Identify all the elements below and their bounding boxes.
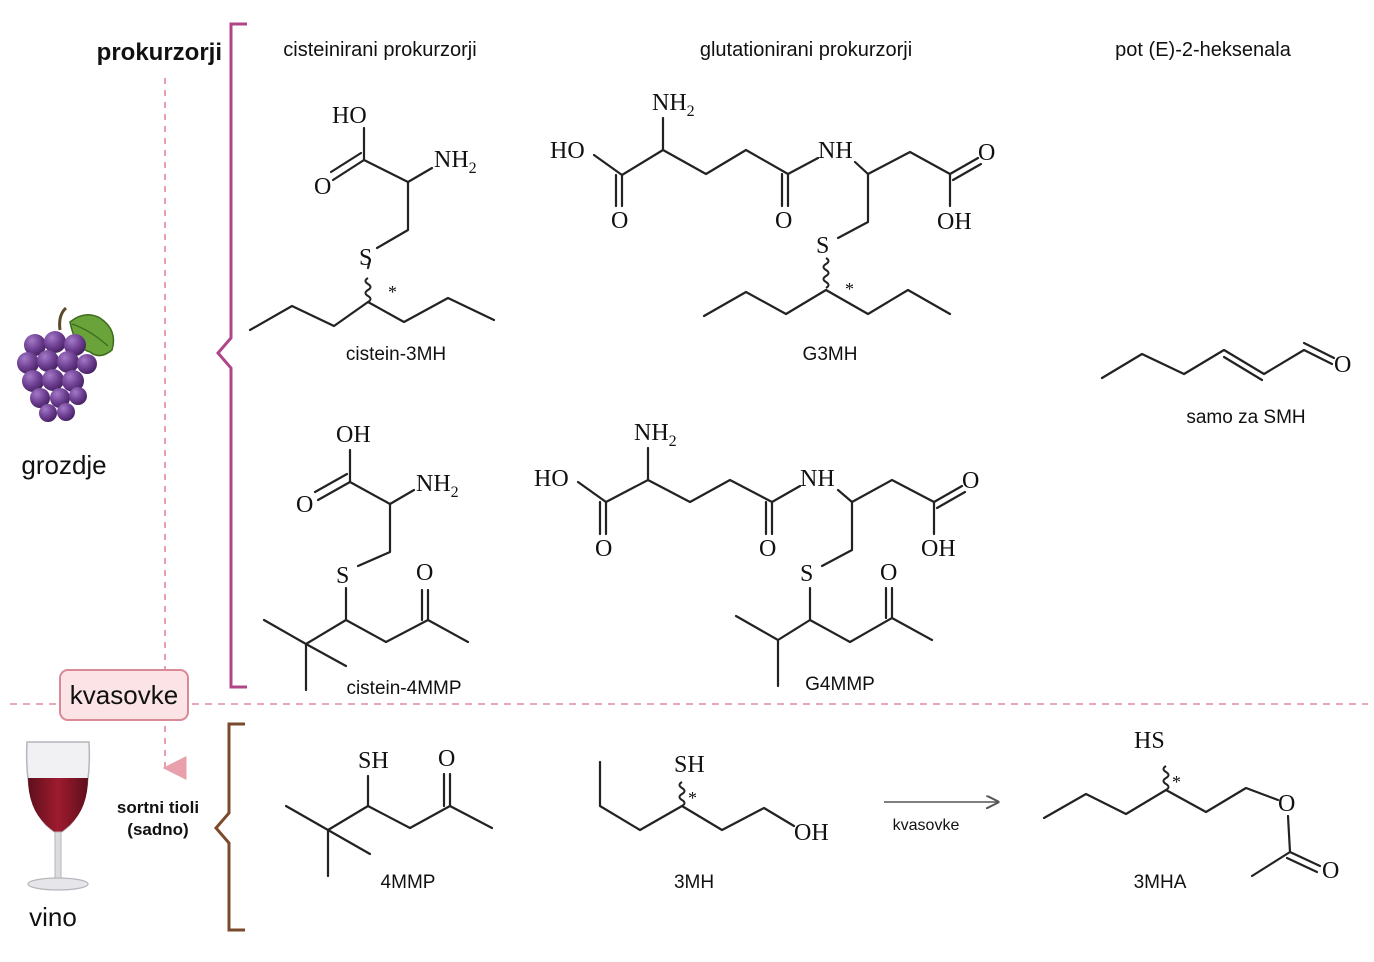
svg-text:OH: OH [921,536,956,562]
label-cystein-4mmp: cistein-4MMP [346,678,461,699]
svg-text:SH: SH [674,752,705,778]
svg-text:O: O [1334,352,1351,378]
svg-text:S: S [816,233,829,259]
svg-text:NH: NH [818,138,853,164]
svg-text:O: O [880,560,897,586]
svg-text:OH: OH [794,820,829,846]
label-4mmp: 4MMP [381,872,436,893]
label-3mh: 3MH [674,872,714,893]
yeast-box: kvasovke [59,669,189,721]
wine-glass-icon [25,741,91,891]
molecule-g3mh: NH2 HO O O NH O OH S * [550,90,995,318]
svg-text:HS: HS [1134,728,1165,754]
svg-text:O: O [314,174,331,200]
bracket-precursors [216,22,247,689]
svg-text:S: S [800,561,813,587]
header-prekursorji: prokurzorji [97,39,222,66]
svg-text:S: S [336,563,349,589]
svg-text:NH: NH [800,466,835,492]
svg-text:O: O [978,140,995,166]
grape-cluster-icon [17,306,115,422]
header-cysteinylated: cisteinirani prokurzorji [283,39,476,61]
svg-text:OH: OH [937,209,972,235]
molecule-g4mmp: NH2 HO O O NH O OH S O [534,420,979,688]
header-glutathionylated: glutationirani prokurzorji [700,39,912,61]
svg-text:O: O [611,208,628,234]
svg-text:O: O [1322,858,1339,884]
label-cystein-3mh: cistein-3MH [346,344,446,365]
svg-text:NH2: NH2 [434,147,477,177]
bracket-thiols [214,722,245,932]
svg-text:O: O [296,492,313,518]
svg-text:HO: HO [534,466,569,492]
svg-text:OH: OH [336,422,371,448]
label-hexenal-note: samo za SMH [1186,407,1305,428]
molecule-e-2-hexenal: O [1100,341,1351,382]
svg-text:O: O [595,536,612,562]
header-hexenal-pathway: pot (E)-2-heksenala [1115,39,1292,61]
label-g4mmp: G4MMP [805,674,875,695]
svg-text:HO: HO [550,138,585,164]
svg-text:O: O [962,468,979,494]
molecule-4mmp: SH O [284,746,494,878]
grape-label: grozdje [21,450,106,480]
svg-text:NH2: NH2 [652,90,695,120]
thiols-label-line2: (sadno) [127,820,188,839]
svg-text:*: * [688,788,697,808]
svg-text:NH2: NH2 [416,471,459,501]
svg-text:*: * [845,279,854,299]
thiols-label-line1: sortni tioli [117,798,199,817]
molecule-cystein-4mmp: OH O NH2 S O [262,422,470,692]
molecule-3mh: SH * OH [598,752,829,846]
svg-text:*: * [1172,772,1181,792]
svg-text:HO: HO [332,103,367,129]
molecule-3mha: HS * O O [1042,728,1339,884]
svg-text:*: * [388,282,397,302]
label-3mha: 3MHA [1134,872,1187,893]
wine-label: vino [29,902,77,932]
yeast-box-label: kvasovke [70,680,178,710]
svg-text:S: S [359,245,372,271]
svg-text:O: O [759,536,776,562]
reaction-arrow-label: kvasovke [893,817,960,834]
svg-text:O: O [1278,791,1295,817]
svg-text:O: O [416,560,433,586]
svg-text:O: O [775,208,792,234]
svg-text:NH2: NH2 [634,420,677,450]
svg-text:O: O [438,746,455,772]
svg-text:SH: SH [358,748,389,774]
label-g3mh: G3MH [803,344,858,365]
molecule-cystein-3mh: * S NH2 HO O [248,103,496,332]
